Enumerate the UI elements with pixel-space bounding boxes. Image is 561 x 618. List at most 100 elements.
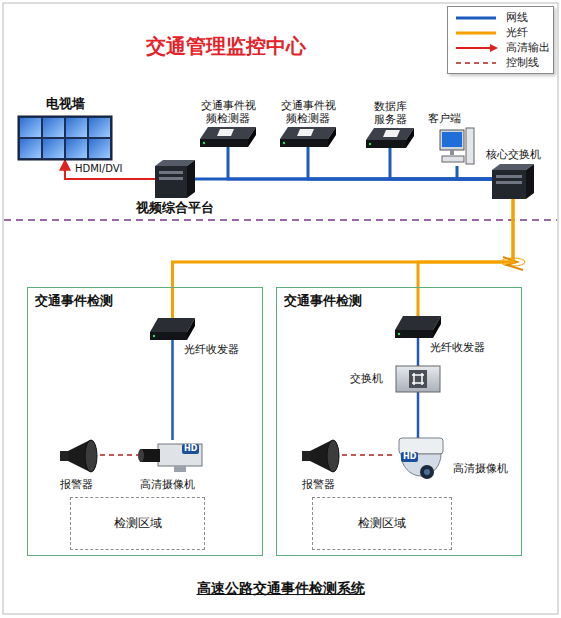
node-label: 交通事件视频检测器 [199, 99, 257, 125]
device-led [283, 142, 285, 144]
legend-row: 网线 [448, 10, 553, 25]
node-label: 电视墙 [18, 96, 112, 111]
device-top [395, 316, 441, 330]
cube-side [187, 160, 195, 198]
node-label: 检测区域 [70, 516, 205, 530]
switch-arrows [412, 373, 424, 385]
fiber-link [418, 199, 513, 316]
legend-sample [454, 43, 500, 53]
cable-link [457, 166, 492, 179]
device-top [366, 128, 414, 140]
device-icon [396, 366, 440, 392]
device-led [153, 335, 155, 337]
tv-frame [18, 116, 112, 160]
cable-link [417, 338, 420, 366]
legend-text: 网线 [506, 11, 528, 24]
cable-link [390, 148, 492, 179]
device-icon [155, 160, 195, 198]
alarm-driver [60, 451, 68, 461]
device-led [398, 333, 400, 335]
region-heading: 交通事件检测 [35, 293, 235, 308]
core-switch: 核心交换机 [492, 164, 534, 199]
device-top [200, 127, 256, 139]
legend-line [456, 16, 496, 19]
outer-frame [3, 3, 558, 614]
device-front [200, 139, 248, 147]
device-side [248, 127, 256, 147]
tv-screen [66, 118, 87, 137]
legend-line [456, 31, 496, 34]
legend-sample [454, 28, 500, 38]
tv-wall: 电视墙 [18, 116, 112, 160]
camera-body [158, 444, 202, 466]
device-icon [395, 316, 441, 338]
cube-slot [159, 171, 183, 174]
tv-screen [43, 118, 64, 137]
monitor-stand [450, 150, 454, 155]
switch-face [409, 370, 427, 388]
node-label: 检测区域 [312, 516, 452, 530]
cable-link [228, 147, 492, 179]
legend-row: 光纤 [448, 25, 553, 40]
detection-region: 光纤收发器报警器高清摄像机检测区域 交通事件检测 [27, 287, 263, 556]
node-label: 核心交换机 [481, 148, 545, 161]
tv-screen [20, 139, 41, 158]
cube-slot [159, 177, 183, 180]
detection-region: 光纤收发器交换机报警器高清摄像机检测区域交通事件检测 [276, 287, 522, 556]
node-label: 高清摄像机 [453, 462, 519, 475]
device-icon [440, 128, 474, 166]
device-front [150, 332, 187, 340]
device-side [433, 316, 441, 338]
legend-line [456, 62, 496, 64]
cube-slot [496, 175, 522, 178]
node-label: 交通事件视频检测器 [279, 99, 337, 125]
region-heading: 交通事件检测 [284, 293, 484, 308]
tv-screen [20, 118, 41, 137]
alarm: 报警器 [60, 438, 100, 472]
node-label: 高清摄像机 [140, 478, 210, 491]
alarm-driver [302, 451, 310, 461]
detection-area: 检测区域 [312, 497, 452, 550]
alarm-mouth [327, 440, 339, 472]
device-icon [200, 127, 256, 147]
node-label: 光纤收发器 [184, 343, 254, 356]
node-label: 光纤收发器 [430, 341, 500, 354]
pc-tower [466, 128, 474, 164]
video-platform: 视频综合平台 [155, 160, 195, 198]
device-led [203, 142, 205, 144]
alarm-mouth [85, 440, 97, 472]
cable-link [171, 340, 174, 440]
cube-slot [496, 181, 522, 184]
device-front [280, 139, 328, 147]
cube-side [526, 164, 534, 199]
legend-row: 高清输出 [448, 40, 553, 55]
video-detector: 交通事件视频检测器 [200, 127, 256, 147]
cable-link [417, 392, 420, 438]
legend-sample [454, 58, 500, 68]
keyboard [442, 156, 464, 162]
node-label: 视频综合平台 [120, 200, 230, 215]
device-front [366, 140, 406, 148]
device-icon [18, 116, 112, 160]
fiber-transceiver: 光纤收发器 [150, 318, 195, 340]
hd-badge: HD [401, 452, 418, 462]
fiber-link [173, 199, 514, 318]
node-label: 报警器 [302, 478, 352, 491]
legend-text: 高清输出 [506, 41, 550, 54]
dome-lens [420, 465, 434, 479]
device-front [395, 330, 433, 338]
switch-body [396, 366, 440, 392]
legend-text: 光纤 [506, 26, 528, 39]
legend-line [456, 47, 492, 49]
device-top [280, 127, 336, 139]
legend-arrowhead [490, 44, 498, 52]
tv-screen [43, 139, 64, 158]
device-icon [150, 318, 195, 340]
caption-holder: 高速公路交通事件检测系统 [0, 578, 561, 597]
device-icon [302, 438, 342, 472]
diagram-title: 交通管理监控中心 [146, 34, 306, 58]
client-pc: 客户端 [440, 128, 474, 166]
legend-sample [454, 13, 500, 23]
